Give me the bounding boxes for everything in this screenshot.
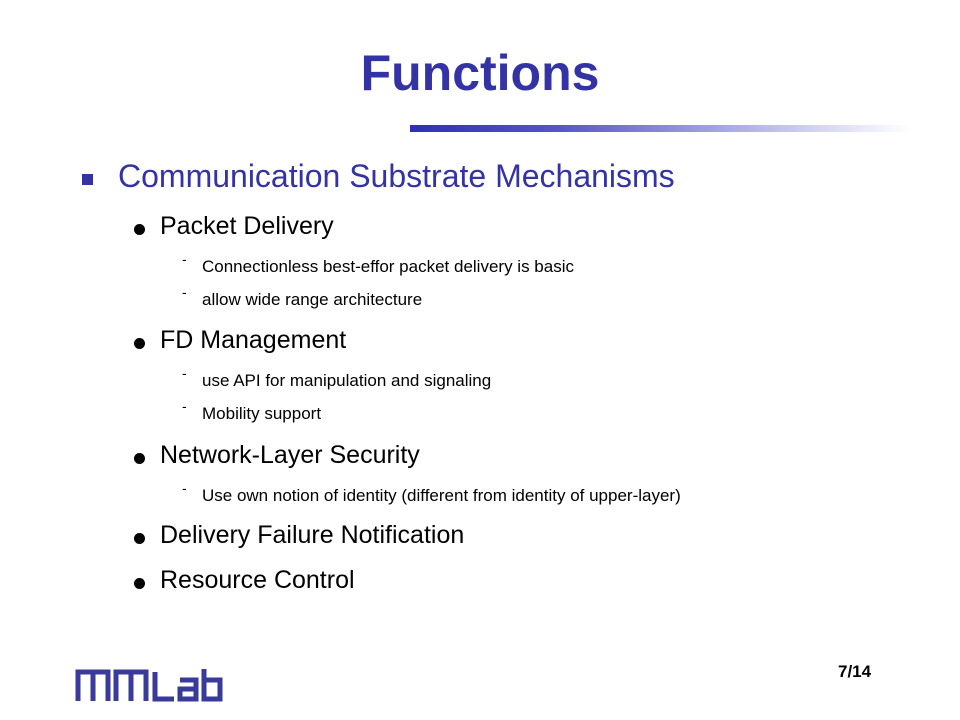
sub-list-item-text: use API for manipulation and signaling — [202, 371, 492, 390]
title-underline-rule — [410, 125, 910, 132]
round-bullet-icon — [134, 453, 145, 464]
list-item-label: FD Management — [160, 326, 347, 354]
round-bullet-icon — [134, 578, 145, 589]
main-bullet-text: Communication Substrate Mechanisms — [118, 158, 675, 194]
round-bullet-icon — [134, 533, 145, 544]
round-bullet-icon — [134, 224, 145, 235]
list-item-label: Resource Control — [160, 566, 355, 594]
list-item-label: Packet Delivery — [160, 212, 334, 240]
slide-title: Functions — [360, 45, 600, 101]
sub-list-item-text: Connectionless best-effor packet deliver… — [202, 257, 574, 276]
dash-bullet-icon: - — [182, 284, 187, 300]
square-bullet-icon — [82, 174, 93, 185]
mmlab-logo — [75, 666, 225, 709]
dash-bullet-icon: - — [182, 365, 187, 381]
list-item-label: Network-Layer Security — [160, 441, 420, 469]
page-number: 7/14 — [838, 662, 872, 681]
dash-bullet-icon: - — [182, 251, 187, 267]
sub-list-item-text: Mobility support — [202, 404, 322, 423]
sub-list-item-text: Use own notion of identity (different fr… — [202, 486, 681, 505]
dash-bullet-icon: - — [182, 480, 187, 496]
list-item-label: Delivery Failure Notification — [160, 521, 465, 549]
dash-bullet-icon: - — [182, 398, 187, 414]
round-bullet-icon — [134, 338, 145, 349]
sub-list-item-text: allow wide range architecture — [202, 290, 423, 309]
